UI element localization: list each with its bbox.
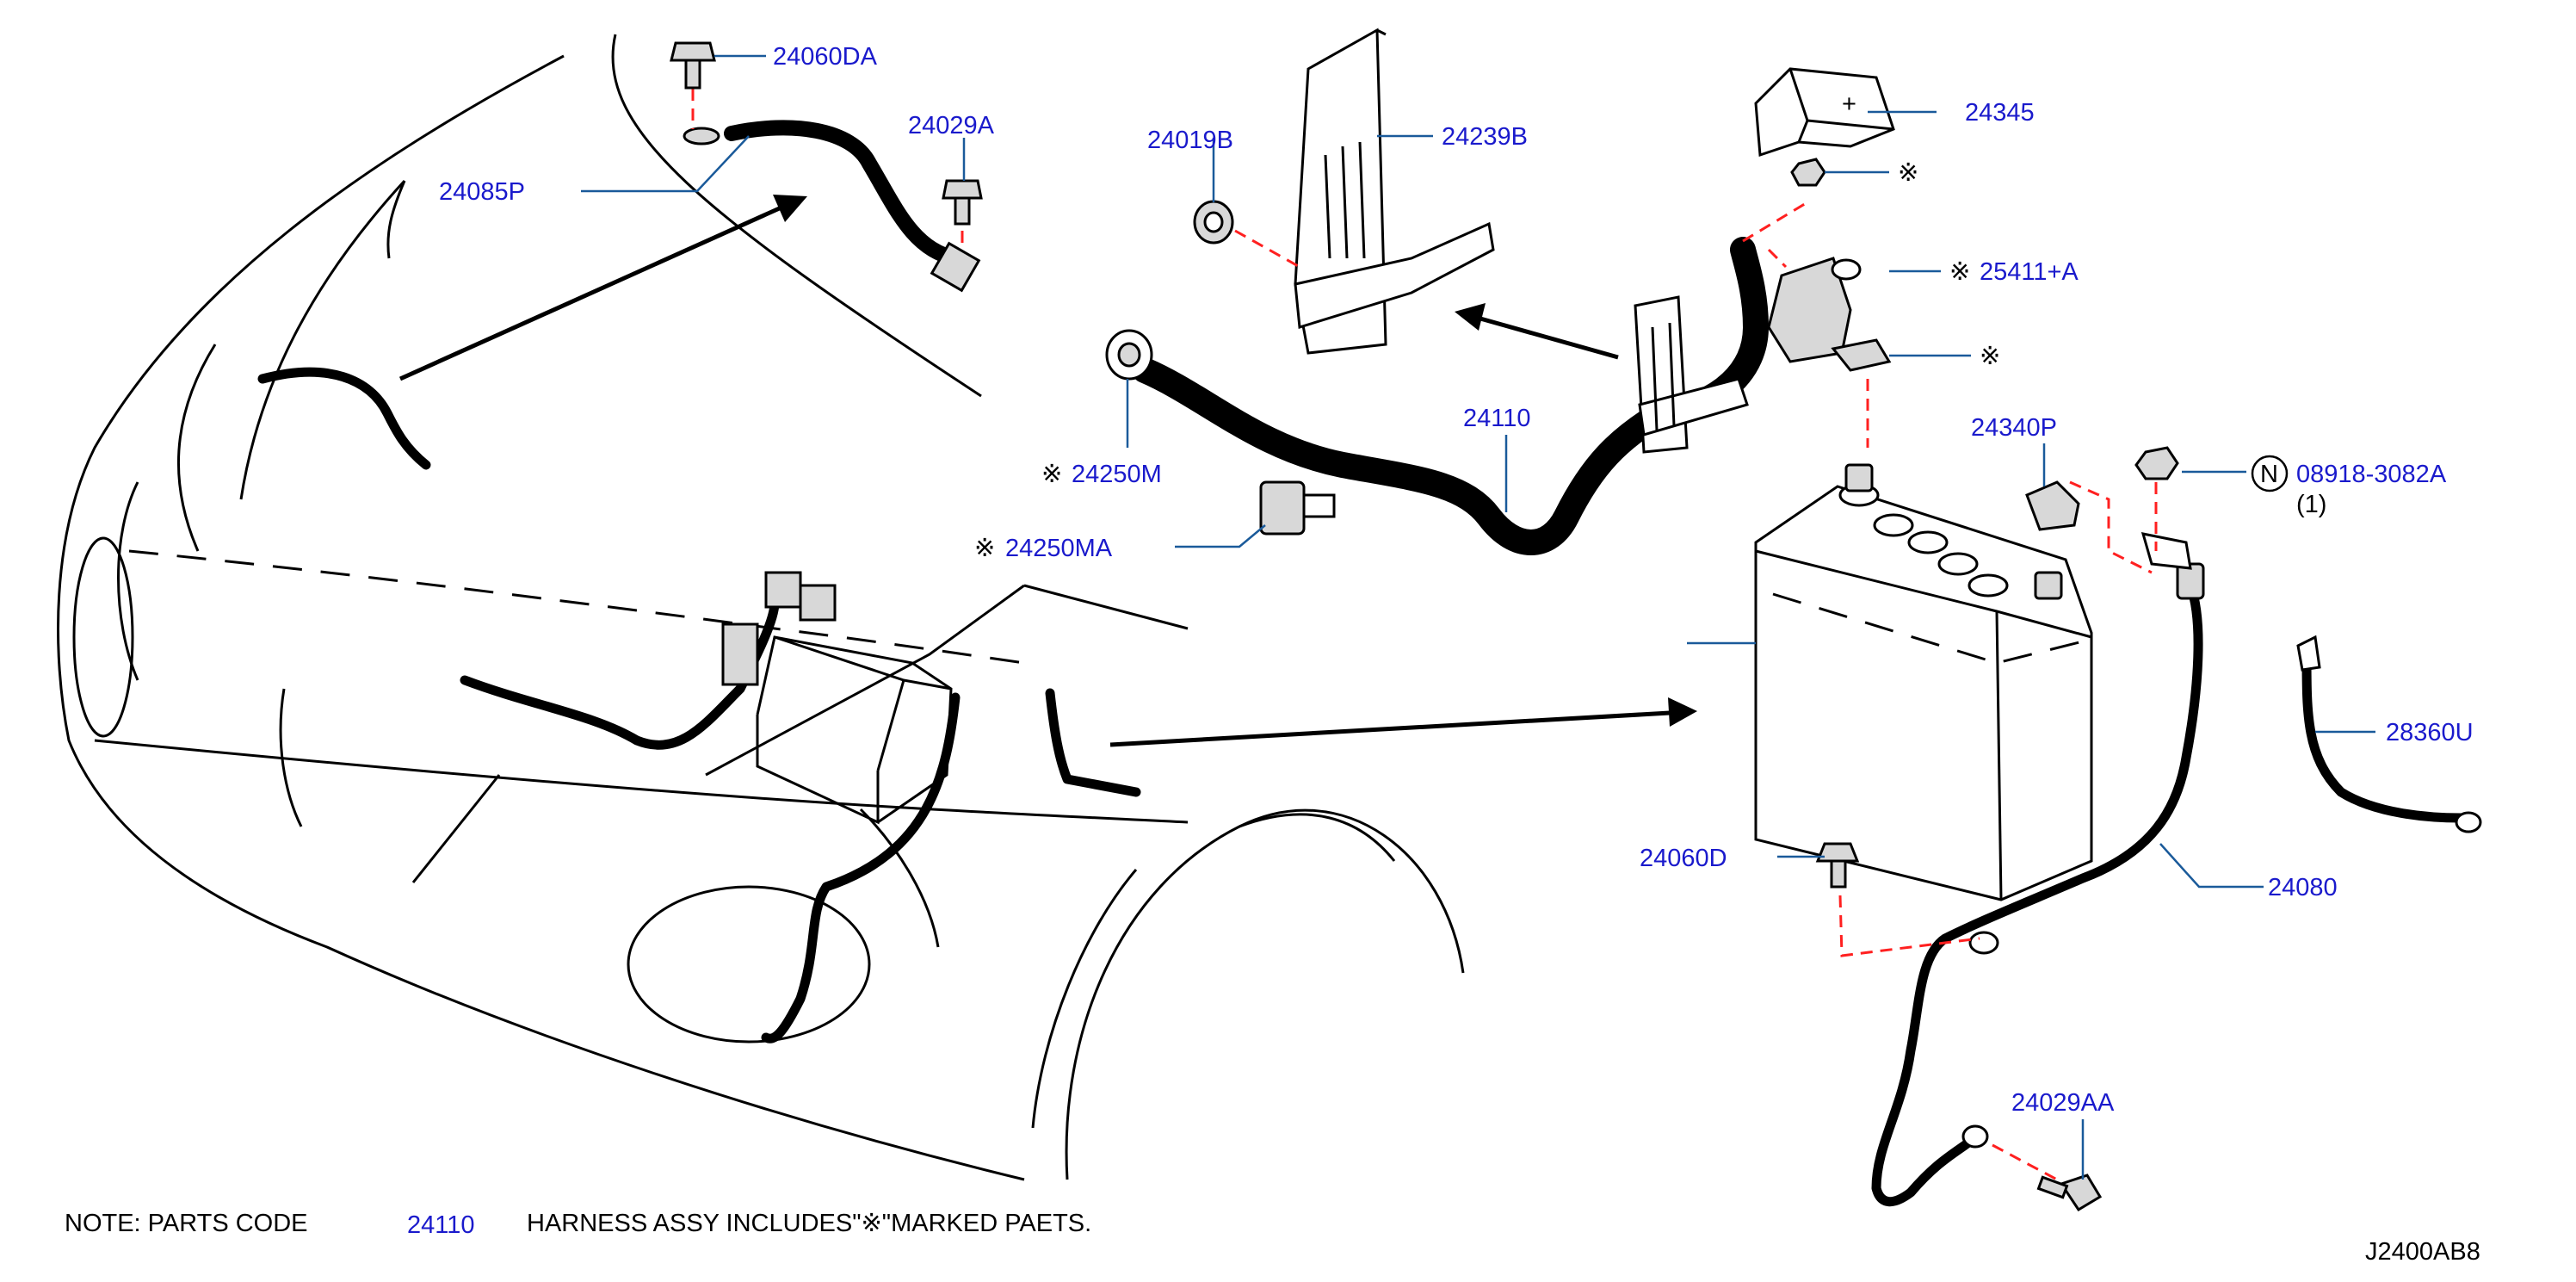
marker-terminal: ※	[1980, 343, 2000, 370]
label-24060da: 24060DA	[773, 43, 878, 71]
marker-24250ma: ※	[974, 535, 995, 562]
terminal-cover-24345: +	[1754, 67, 1895, 187]
note-code: 24110	[407, 1211, 475, 1239]
label-24019b: 24019B	[1147, 127, 1233, 154]
callout-arrows	[398, 195, 1697, 747]
label-24060d: 24060D	[1640, 845, 1727, 872]
vehicle-outline	[57, 34, 1465, 1181]
label-24250ma: 24250MA	[1005, 535, 1113, 562]
harness-24110	[1105, 201, 1892, 555]
marker-25411a: ※	[1949, 258, 1970, 286]
n-badge-circle	[2251, 455, 2289, 492]
svg-text:+: +	[1842, 90, 1856, 118]
marker-24250m: ※	[1041, 461, 1062, 488]
leader-lines	[581, 54, 2375, 1180]
label-24239b: 24239B	[1442, 123, 1528, 151]
label-24029aa: 24029AA	[2011, 1089, 2115, 1117]
label-24250m: 24250M	[1072, 461, 1162, 488]
footer: NOTE: PARTS CODE 24110 HARNESS ASSY INCL…	[65, 1210, 2480, 1266]
qty-08918-3082a: (1)	[2296, 491, 2326, 518]
diagram-id: J2400AB8	[2365, 1238, 2480, 1266]
cable-24080	[1815, 446, 2205, 1212]
label-24345: 24345	[1965, 99, 2035, 127]
label-28360u: 28360U	[2386, 719, 2474, 746]
part-labels: 24060DA 24029A 24085P 24019B 24239B 2434…	[439, 43, 2474, 1117]
ground-cable-24085p	[670, 41, 983, 293]
n-badge: N	[2260, 461, 2278, 488]
note-prefix: NOTE: PARTS CODE	[65, 1210, 308, 1237]
label-08918-3082a: 08918-3082A	[2296, 461, 2447, 488]
label-24029a: 24029A	[908, 112, 995, 139]
label-24340p: 24340P	[1971, 414, 2057, 442]
label-25411a: 25411+A	[1980, 258, 2079, 286]
battery	[1754, 463, 2153, 901]
label-24080: 24080	[2268, 874, 2338, 901]
marker-nut: ※	[1898, 159, 1918, 187]
note-suffix: HARNESS ASSY INCLUDES"※"MARKED PAETS.	[527, 1210, 1091, 1237]
bracket-24239b	[1193, 28, 1495, 355]
label-24085p: 24085P	[439, 178, 525, 206]
cable-28360u	[2296, 635, 2482, 833]
label-24110: 24110	[1463, 405, 1531, 432]
